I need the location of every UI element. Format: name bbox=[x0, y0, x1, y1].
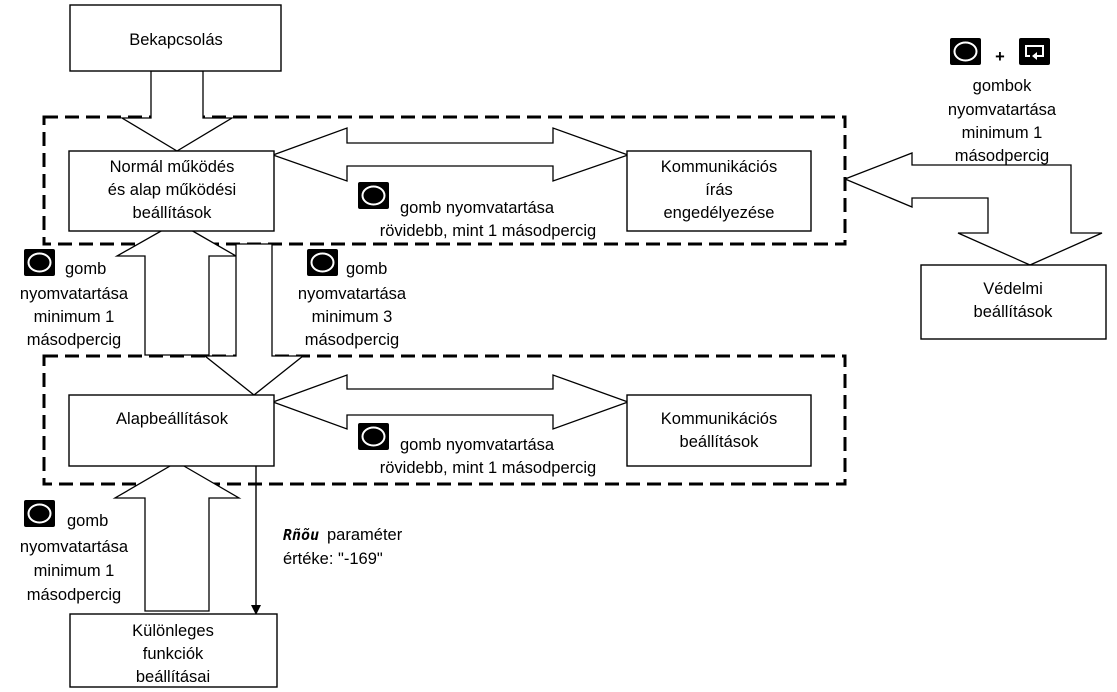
round-button-icon bbox=[358, 182, 389, 209]
node-special-box bbox=[69, 613, 278, 688]
node-power-on-text: Bekapcsolás bbox=[129, 31, 223, 49]
node-normal-line-1: Normál működés bbox=[110, 158, 235, 176]
group-frame-settings bbox=[42, 354, 847, 486]
down-label-line-1: gomb bbox=[346, 260, 387, 278]
node-special-line-2: funkciók bbox=[143, 645, 204, 663]
down-label-line-4: másodpercig bbox=[305, 331, 399, 349]
node-normal-line-2: és alap működési bbox=[108, 181, 236, 199]
node-comm-settings-box bbox=[626, 394, 812, 467]
node-special-line-1: Különleges bbox=[132, 622, 214, 640]
bottom-up-label-line-4: másodpercig bbox=[27, 586, 121, 604]
top-short-press-line-1: gomb nyomvatartása bbox=[400, 199, 555, 217]
arrow-basic-comm-settings bbox=[271, 374, 630, 430]
node-special-line-3: beállításai bbox=[136, 668, 210, 686]
arrow-normal-comm-write bbox=[271, 127, 630, 182]
node-comm-write-line-2: írás bbox=[705, 181, 733, 199]
mid-short-press-line-2: rövidebb, mint 1 másodpercig bbox=[380, 459, 596, 477]
node-basic-text: Alapbeállítások bbox=[116, 410, 229, 428]
param-label-line-1: paraméter bbox=[327, 526, 403, 544]
down-label-line-3: minimum 3 bbox=[312, 308, 393, 326]
node-protection-box bbox=[920, 264, 1107, 340]
param-code: Rñõu bbox=[283, 526, 319, 544]
cycle-button-icon bbox=[1019, 38, 1050, 65]
left-up-label-line-2: nyomvatartása bbox=[20, 285, 129, 303]
node-comm-settings-line-1: Kommunikációs bbox=[661, 410, 777, 428]
combo-label-line-1: gombok bbox=[973, 77, 1032, 95]
combo-label-line-2: nyomvatartása bbox=[948, 101, 1057, 119]
group-frame-normal bbox=[42, 115, 847, 246]
arrow-basic-to-normal bbox=[114, 221, 239, 356]
node-protection-line-2: beállítások bbox=[974, 303, 1054, 321]
round-button-icon bbox=[307, 249, 338, 276]
node-comm-settings-line-2: beállítások bbox=[680, 433, 760, 451]
round-button-icon bbox=[358, 423, 389, 450]
round-button-icon bbox=[950, 38, 981, 65]
mid-short-press-line-1: gomb nyomvatartása bbox=[400, 436, 555, 454]
node-comm-write-box bbox=[626, 150, 812, 232]
combo-label-line-4: másodpercig bbox=[955, 147, 1049, 165]
node-basic-box bbox=[68, 394, 275, 467]
node-power-on-box bbox=[69, 4, 282, 72]
node-comm-write-line-1: Kommunikációs bbox=[661, 158, 777, 176]
left-up-label-line-1: gomb bbox=[65, 260, 106, 278]
node-normal-line-3: beállítások bbox=[133, 204, 213, 222]
arrow-normal-to-basic bbox=[203, 243, 305, 396]
node-comm-write-line-3: engedélyezése bbox=[663, 204, 774, 222]
bottom-up-label-line-2: nyomvatartása bbox=[20, 538, 129, 556]
top-short-press-line-2: rövidebb, mint 1 másodpercig bbox=[380, 222, 596, 240]
arrow-protection-loop bbox=[843, 152, 1103, 266]
left-up-label-line-3: minimum 1 bbox=[34, 308, 115, 326]
arrow-special-to-basic bbox=[112, 461, 242, 612]
node-normal-box bbox=[68, 150, 275, 232]
arrow-power-to-normal bbox=[119, 70, 235, 152]
bottom-up-label-line-1: gomb bbox=[67, 512, 108, 530]
bottom-up-label-line-3: minimum 1 bbox=[34, 562, 115, 580]
left-up-label-line-4: másodpercig bbox=[27, 331, 121, 349]
round-button-icon bbox=[24, 249, 55, 276]
combo-plus-sign: + bbox=[995, 48, 1005, 66]
param-label-line-2: értéke: "-169" bbox=[283, 550, 383, 568]
combo-label-line-3: minimum 1 bbox=[962, 124, 1043, 142]
down-label-line-2: nyomvatartása bbox=[298, 285, 407, 303]
round-button-icon bbox=[24, 500, 55, 527]
node-protection-line-1: Védelmi bbox=[983, 280, 1043, 298]
